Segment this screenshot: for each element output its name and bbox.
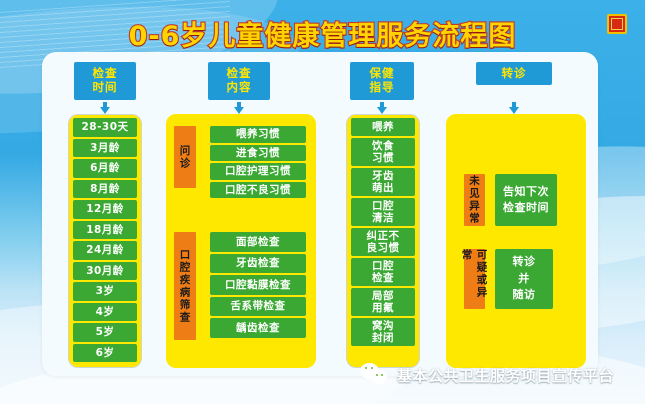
column-header-line1: 检查 [226, 66, 252, 80]
outcome-referral-followup: 转诊并随访 [495, 249, 553, 309]
referral-container [446, 114, 586, 368]
down-connector [380, 102, 384, 108]
list-item: 面部检查 [210, 232, 306, 252]
list-item: 4岁 [73, 302, 137, 321]
down-connector [512, 102, 516, 108]
list-item: 6月龄 [73, 159, 137, 178]
list-item: 纠正不良习惯 [351, 228, 415, 256]
list-item: 口腔不良习惯 [210, 181, 306, 198]
exam-time-list: 28-30天 3月龄 6月龄 8月龄 12月龄 18月龄 24月龄 30月龄 3… [73, 118, 137, 362]
list-item: 28-30天 [73, 118, 137, 137]
column-header-line2: 时间 [92, 80, 118, 95]
wechat-icon [360, 362, 390, 388]
list-item: 口腔清洁 [351, 198, 415, 226]
inquiry-list: 喂养习惯 进食习惯 口腔护理习惯 口腔不良习惯 [210, 126, 306, 198]
list-item: 24月龄 [73, 241, 137, 260]
down-connector [237, 102, 241, 108]
list-item: 喂养 [351, 118, 415, 136]
chevron-down-icon [234, 107, 244, 114]
list-item: 口腔护理习惯 [210, 163, 306, 180]
list-item: 牙齿检查 [210, 253, 306, 273]
list-item: 6岁 [73, 343, 137, 362]
list-item: 龋齿检查 [210, 318, 306, 338]
list-item: 12月龄 [73, 200, 137, 219]
list-item: 30月龄 [73, 261, 137, 280]
list-item: 5岁 [73, 323, 137, 342]
oral-screening-list: 面部检查 牙齿检查 口腔黏膜检查 舌系带检查 龋齿检查 [210, 232, 306, 340]
list-item: 饮食习惯 [351, 138, 415, 166]
group-label-oral-screening: 口腔疾病筛查 [174, 232, 196, 340]
group-suspected-abnormality: 可疑或异常 转诊并随访 [461, 249, 553, 309]
list-item: 牙齿萌出 [351, 168, 415, 196]
group-oral-screening: 口腔疾病筛查 面部检查 牙齿检查 口腔黏膜检查 舌系带检查 龋齿检查 [174, 232, 306, 340]
health-guidance-list: 喂养 饮食习惯 牙齿萌出 口腔清洁 纠正不良习惯 口腔检查 局部用氟 窝沟封闭 [351, 118, 415, 346]
watermark-text: 基本公共卫生服务项目宣传平台 [397, 366, 615, 385]
list-item: 窝沟封闭 [351, 318, 415, 346]
column-header-exam-time: 检查 时间 [74, 62, 136, 100]
list-item: 口腔黏膜检查 [210, 275, 306, 295]
group-inquiry: 问诊 喂养习惯 进食习惯 口腔护理习惯 口腔不良习惯 [174, 126, 306, 198]
group-label-suspected-abnormality: 可疑或异常 [461, 249, 488, 309]
list-item: 喂养习惯 [210, 126, 306, 143]
seal-icon [607, 14, 627, 34]
group-label-no-abnormality: 未见异常 [464, 174, 485, 226]
list-item: 18月龄 [73, 220, 137, 239]
column-header-referral: 转诊 [476, 62, 552, 86]
list-item: 局部用氟 [351, 288, 415, 316]
content-panel: 检查 时间 28-30天 3月龄 6月龄 8月龄 12月龄 18月龄 24月龄 … [42, 52, 598, 376]
column-header-line1: 转诊 [501, 66, 527, 80]
column-header-line1: 检查 [92, 66, 118, 80]
list-item: 8月龄 [73, 179, 137, 198]
group-no-abnormality: 未见异常 告知下次检查时间 [464, 174, 557, 226]
column-header-health-guidance: 保健 指导 [350, 62, 414, 100]
column-header-exam-content: 检查 内容 [208, 62, 270, 100]
column-header-line2: 指导 [369, 80, 395, 95]
down-connector [103, 102, 107, 108]
outcome-no-abnormality: 告知下次检查时间 [495, 174, 557, 226]
page-title: 0-6岁儿童健康管理服务流程图 [128, 20, 517, 53]
column-header-line2: 内容 [226, 80, 252, 95]
column-header-line1: 保健 [369, 66, 395, 80]
chevron-down-icon [100, 107, 110, 114]
list-item: 3岁 [73, 282, 137, 301]
group-label-inquiry: 问诊 [174, 126, 196, 188]
list-item: 3月龄 [73, 138, 137, 157]
list-item: 口腔检查 [351, 258, 415, 286]
chevron-down-icon [377, 107, 387, 114]
chevron-down-icon [509, 107, 519, 114]
list-item: 舌系带检查 [210, 296, 306, 316]
watermark: 基本公共卫生服务项目宣传平台 [360, 362, 614, 388]
list-item: 进食习惯 [210, 144, 306, 161]
